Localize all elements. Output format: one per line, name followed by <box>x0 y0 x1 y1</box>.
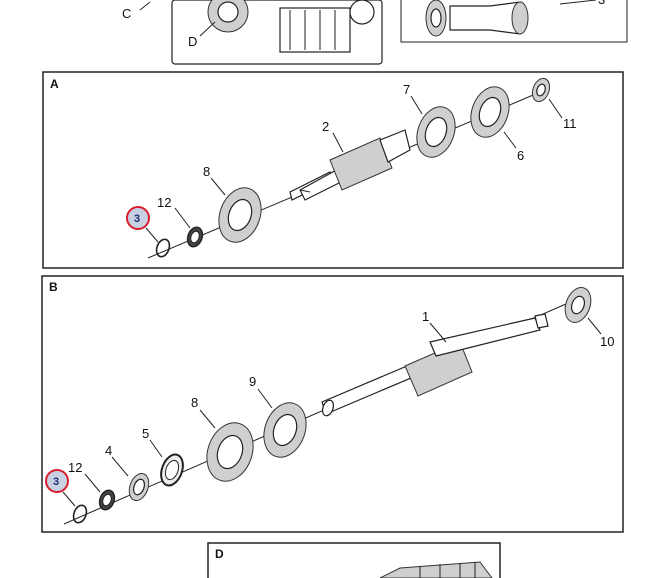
label-a-8: 8 <box>203 164 210 179</box>
shaft-2 <box>289 129 411 201</box>
label-b-4: 4 <box>105 443 112 458</box>
seal-11 <box>531 77 551 103</box>
bearing-6 <box>470 86 510 138</box>
ring-4 <box>128 472 150 502</box>
label-b-5: 5 <box>142 426 149 441</box>
shaft-1 <box>321 313 549 417</box>
label-b-3: 3 <box>53 476 59 488</box>
bearing-9 <box>263 402 307 458</box>
label-d: D <box>188 34 197 49</box>
top-right-inset: 3 <box>400 0 628 43</box>
bearing-7 <box>416 106 456 158</box>
panel-d: D <box>207 542 501 578</box>
label-b-12: 12 <box>68 460 82 475</box>
callout-b-3[interactable]: 3 <box>45 469 69 493</box>
ring-5 <box>160 453 184 487</box>
bearing-8-a <box>218 187 262 243</box>
panel-d-title: D <box>215 547 224 561</box>
label-b-10: 10 <box>600 334 614 349</box>
label-a-11: 11 <box>563 116 577 131</box>
label-b-9: 9 <box>249 374 256 389</box>
ring-12-a <box>186 226 204 248</box>
label-a-2: 2 <box>322 119 329 134</box>
snap-ring-3-b <box>72 504 88 524</box>
snap-ring-3-a <box>155 238 171 258</box>
label-c: C <box>122 6 131 21</box>
label-a-7: 7 <box>403 82 410 97</box>
label-a-12: 12 <box>157 195 171 210</box>
panel-a-title: A <box>50 77 59 91</box>
ring-12-b <box>98 489 116 511</box>
panel-b: B <box>41 275 624 533</box>
label-b-8: 8 <box>191 395 198 410</box>
bearing-10 <box>564 287 592 323</box>
bearing-8-b <box>206 422 254 482</box>
top-housing-illustration: C D <box>122 0 383 65</box>
label-a-6: 6 <box>517 148 524 163</box>
panel-a: A <box>42 71 624 269</box>
label-b-1: 1 <box>422 309 429 324</box>
callout-a-3[interactable]: 3 <box>126 206 150 230</box>
panel-b-title: B <box>49 280 58 294</box>
label-partial: 3 <box>598 0 605 7</box>
label-a-3: 3 <box>134 213 140 225</box>
